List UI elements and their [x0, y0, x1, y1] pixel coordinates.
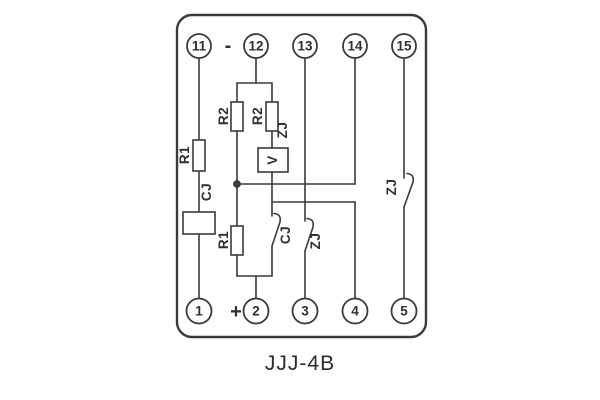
terminal-13-label: 13: [297, 39, 313, 54]
junction-dot: [233, 180, 241, 188]
r1-left-label: R1: [177, 146, 192, 164]
cj-contact-blade: [271, 212, 282, 247]
r2-left-label: R2: [216, 107, 231, 125]
terminal-5-label: 5: [400, 304, 408, 319]
cj-contact-label: CJ: [278, 226, 293, 244]
terminal-1-label: 1: [195, 304, 203, 319]
terminal-12-circle: [243, 33, 269, 59]
resistor-r2-left: [230, 101, 244, 132]
resistor-r1-mid: [230, 225, 244, 256]
terminal-11-label: 11: [192, 39, 207, 54]
terminal-1-circle: [185, 297, 213, 325]
plus-sign: +: [230, 301, 242, 323]
terminal-4-circle: [341, 297, 369, 325]
resistor-r2-right: [265, 101, 279, 132]
zj-coil-label: ZJ: [275, 122, 290, 139]
wires: [198, 57, 405, 299]
cj-coil-label: CJ: [199, 183, 214, 201]
zj-contact-mid-label: ZJ: [308, 233, 323, 250]
zj-contact-right-label: ZJ: [384, 179, 399, 196]
model-caption: JJJ-4B: [264, 352, 336, 375]
terminal-3-circle: [291, 297, 319, 325]
relay-case-outline: [175, 13, 428, 339]
resistor-r1-left: [192, 139, 206, 172]
terminal-11-circle: [186, 33, 212, 59]
terminal-5-circle: [390, 297, 418, 325]
r2-right-label: R2: [250, 107, 265, 125]
terminal-12-label: 12: [248, 39, 263, 54]
terminal-4-label: 4: [351, 304, 359, 319]
terminal-15-label: 15: [396, 39, 412, 54]
cj-coil-box: [182, 211, 216, 235]
zj-contact-right-blade: [403, 172, 415, 208]
terminal-3-label: 3: [301, 304, 309, 319]
terminal-2-circle: [242, 297, 270, 325]
r1-mid-label: R1: [216, 231, 231, 249]
terminal-14-label: 14: [347, 39, 363, 54]
voltage-element-box: [257, 147, 289, 173]
voltage-element-label: V: [265, 155, 280, 165]
minus-sign: -: [225, 35, 232, 57]
terminal-2-label: 2: [252, 304, 260, 319]
terminal-15-circle: [391, 33, 417, 59]
zj-contact-mid-blade: [304, 217, 315, 252]
terminal-13-circle: [292, 33, 318, 59]
terminal-14-circle: [342, 33, 368, 59]
